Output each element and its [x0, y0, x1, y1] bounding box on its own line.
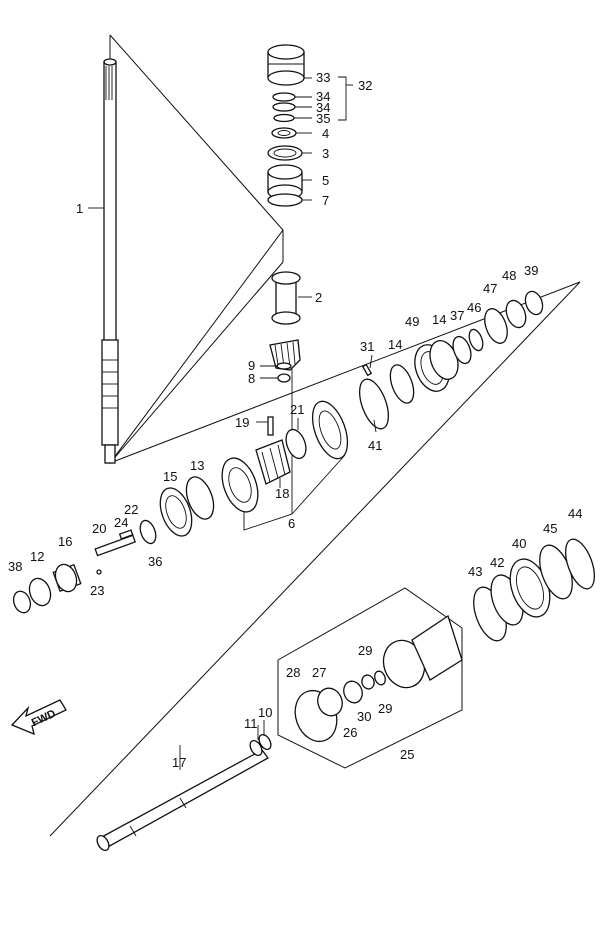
- propeller-shaft: [96, 733, 272, 852]
- callout-20: 20: [92, 521, 106, 536]
- callout-30: 30: [357, 709, 371, 724]
- callout-23: 23: [90, 583, 104, 598]
- sleeve: [271, 271, 301, 325]
- callout-6: 6: [288, 516, 295, 531]
- callout-34a: 34: [316, 89, 330, 104]
- callout-39: 39: [524, 263, 538, 278]
- callout-9: 9: [248, 358, 255, 373]
- callout-15: 15: [163, 469, 177, 484]
- callout-29b: 29: [378, 701, 392, 716]
- callout-45: 45: [543, 521, 557, 536]
- callout-28: 28: [286, 665, 300, 680]
- callout-42: 42: [490, 555, 504, 570]
- callout-8: 8: [248, 371, 255, 386]
- callout-43: 43: [468, 564, 482, 579]
- callout-12: 12: [30, 549, 44, 564]
- callout-49: 49: [405, 314, 419, 329]
- callout-22: 22: [124, 502, 138, 517]
- callout-14a: 14: [388, 337, 402, 352]
- callout-44: 44: [568, 506, 582, 521]
- callout-17: 17: [172, 755, 186, 770]
- callout-leaders: [88, 77, 377, 770]
- callout-41: 41: [368, 438, 382, 453]
- callout-46: 46: [467, 300, 481, 315]
- callout-2: 2: [315, 290, 322, 305]
- callout-18: 18: [275, 486, 289, 501]
- callout-37: 37: [450, 308, 464, 323]
- fwd-label: FWD: [30, 708, 58, 729]
- callout-48: 48: [502, 268, 516, 283]
- callout-40: 40: [512, 536, 526, 551]
- callout-16: 16: [58, 534, 72, 549]
- callout-36: 36: [148, 554, 162, 569]
- drive-shaft: [101, 58, 119, 464]
- callout-35: 35: [316, 111, 330, 126]
- callout-14b: 14: [432, 312, 446, 327]
- callout-19: 19: [235, 415, 249, 430]
- callout-10: 10: [258, 705, 272, 720]
- callout-38: 38: [8, 559, 22, 574]
- callout-29a: 29: [358, 643, 372, 658]
- callout-25: 25: [400, 747, 414, 762]
- callout-3: 3: [322, 146, 329, 161]
- callout-31: 31: [360, 339, 374, 354]
- bearing-housing-assembly: [294, 614, 463, 743]
- callout-5: 5: [322, 173, 329, 188]
- callout-7: 7: [322, 193, 329, 208]
- pinion-gear: [269, 339, 301, 383]
- callout-32: 32: [358, 78, 372, 93]
- callout-27: 27: [312, 665, 326, 680]
- propeller-bearing-group: [473, 538, 596, 642]
- callout-4: 4: [322, 126, 329, 141]
- callout-labels: 1 2 3 4 5 6 7 8 9 10 11 12 13 14 14 15 1…: [8, 70, 582, 770]
- callout-24: 24: [114, 515, 128, 530]
- callout-47: 47: [483, 281, 497, 296]
- callout-11: 11: [244, 716, 258, 731]
- callout-13: 13: [190, 458, 204, 473]
- water-pump-stack: [267, 44, 305, 207]
- callout-21: 21: [290, 402, 304, 417]
- callout-34b: 34: [316, 100, 330, 115]
- clutch-group: [12, 416, 307, 614]
- callout-1: 1: [76, 201, 83, 216]
- reverse-gear-assembly: [311, 290, 544, 460]
- callout-33: 33: [316, 70, 330, 85]
- callout-26: 26: [343, 725, 357, 740]
- forward-arrow-icon: FWD: [10, 699, 67, 736]
